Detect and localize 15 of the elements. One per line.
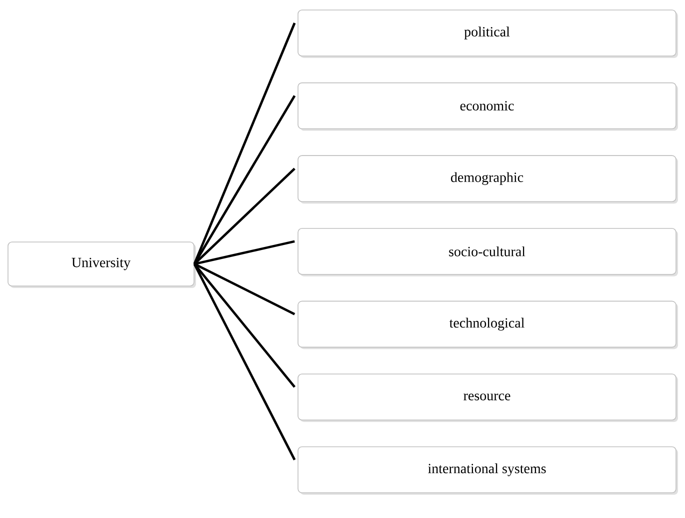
connector-line: [193, 95, 296, 265]
label-box: socio-cultural: [298, 228, 676, 275]
label-box: economic: [298, 82, 676, 130]
connector-line: [193, 22, 296, 264]
label-box: demographic: [298, 155, 676, 202]
connector-line: [194, 240, 295, 266]
label-box: technological: [298, 300, 676, 348]
label-box: political: [298, 10, 676, 56]
connector-line: [193, 263, 296, 460]
label-box: resource: [298, 374, 676, 420]
connector-line: [193, 263, 296, 388]
label-box: international systems: [298, 446, 676, 494]
connector-line: [194, 262, 296, 316]
label-box: University: [8, 242, 194, 286]
connector-line: [194, 168, 296, 265]
